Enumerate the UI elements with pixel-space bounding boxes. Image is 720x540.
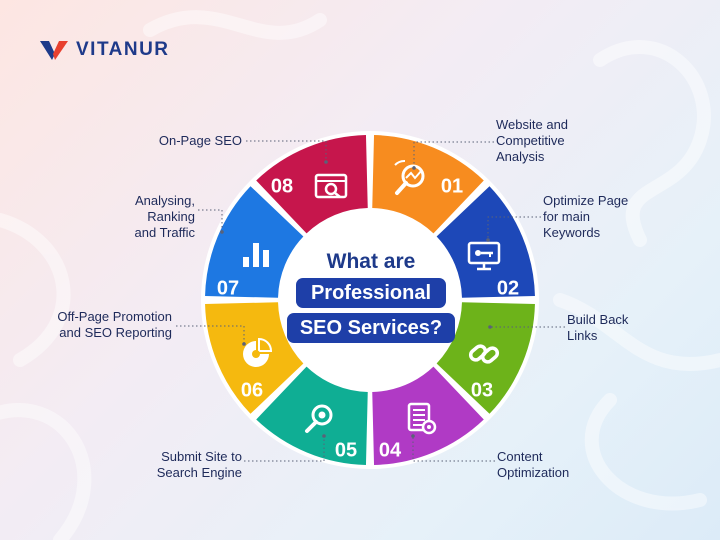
leader-dot bbox=[242, 342, 246, 346]
leader-line-06 bbox=[176, 325, 245, 344]
leader-dot bbox=[486, 238, 490, 242]
leader-dot bbox=[411, 434, 415, 438]
document-gear-icon bbox=[407, 402, 437, 435]
leader-line-01 bbox=[413, 141, 494, 168]
service-label-line: Optimize Page bbox=[543, 193, 629, 208]
wheel-segment-07 bbox=[205, 186, 304, 298]
leader-dot bbox=[488, 325, 492, 329]
vitanur-logo-icon bbox=[40, 41, 68, 60]
wheel-center-disc bbox=[280, 210, 460, 390]
leader-line-02 bbox=[487, 216, 541, 240]
service-label-line: Off-Page Promotion bbox=[57, 309, 172, 324]
brand-name: VITANUR bbox=[76, 39, 170, 60]
service-label-line: Ranking bbox=[147, 209, 195, 224]
segment-number-06: 06 bbox=[241, 379, 263, 401]
leader-dot bbox=[220, 230, 224, 234]
brand-logo[interactable]: VITANUR bbox=[40, 38, 170, 62]
pie-chart-icon bbox=[243, 337, 273, 367]
segment-number-08: 08 bbox=[271, 175, 293, 197]
wheel-segment-01 bbox=[372, 135, 484, 234]
service-label-line: Optimization bbox=[497, 465, 570, 480]
segment-number-04: 04 bbox=[379, 439, 402, 461]
service-label-line: Links bbox=[567, 328, 598, 343]
wheel-segment-03 bbox=[436, 302, 535, 414]
service-label-line: Search Engine bbox=[156, 465, 242, 480]
search-gear-icon bbox=[305, 404, 333, 433]
segment-number-02: 02 bbox=[497, 277, 519, 299]
leader-dot bbox=[324, 160, 328, 164]
leader-dot bbox=[322, 434, 326, 438]
leader-line-05 bbox=[244, 436, 325, 462]
service-label-line: and SEO Reporting bbox=[59, 325, 172, 340]
segment-number-03: 03 bbox=[471, 379, 493, 401]
segment-number-07: 07 bbox=[217, 277, 239, 299]
service-label-line: Keywords bbox=[543, 225, 601, 240]
bar-chart-icon bbox=[243, 243, 269, 267]
service-label-line: Submit Site to bbox=[161, 449, 242, 464]
monitor-key-icon bbox=[467, 241, 501, 271]
leader-dot bbox=[412, 166, 416, 170]
browser-search-icon bbox=[314, 173, 348, 199]
service-label-line: for main bbox=[543, 209, 590, 224]
chain-link-icon bbox=[468, 344, 500, 364]
service-label-line: Competitive bbox=[496, 133, 565, 148]
service-label-line: and Traffic bbox=[134, 225, 195, 240]
segment-number-05: 05 bbox=[335, 439, 357, 461]
service-label-line: Analysing, bbox=[135, 193, 195, 208]
service-label-line: Analysis bbox=[496, 149, 545, 164]
service-label-line: Build Back bbox=[567, 312, 629, 327]
analysis-target-icon bbox=[394, 160, 425, 195]
service-label-line: Website and bbox=[496, 117, 569, 132]
service-label-08: On-Page SEO bbox=[159, 133, 242, 149]
segment-number-01: 01 bbox=[441, 175, 463, 197]
leader-line-07 bbox=[198, 209, 223, 232]
leader-line-08 bbox=[246, 140, 327, 162]
service-label-line: Content bbox=[497, 449, 543, 464]
service-label-line: On-Page SEO bbox=[158, 133, 242, 148]
wheel-segment-08 bbox=[256, 135, 368, 234]
